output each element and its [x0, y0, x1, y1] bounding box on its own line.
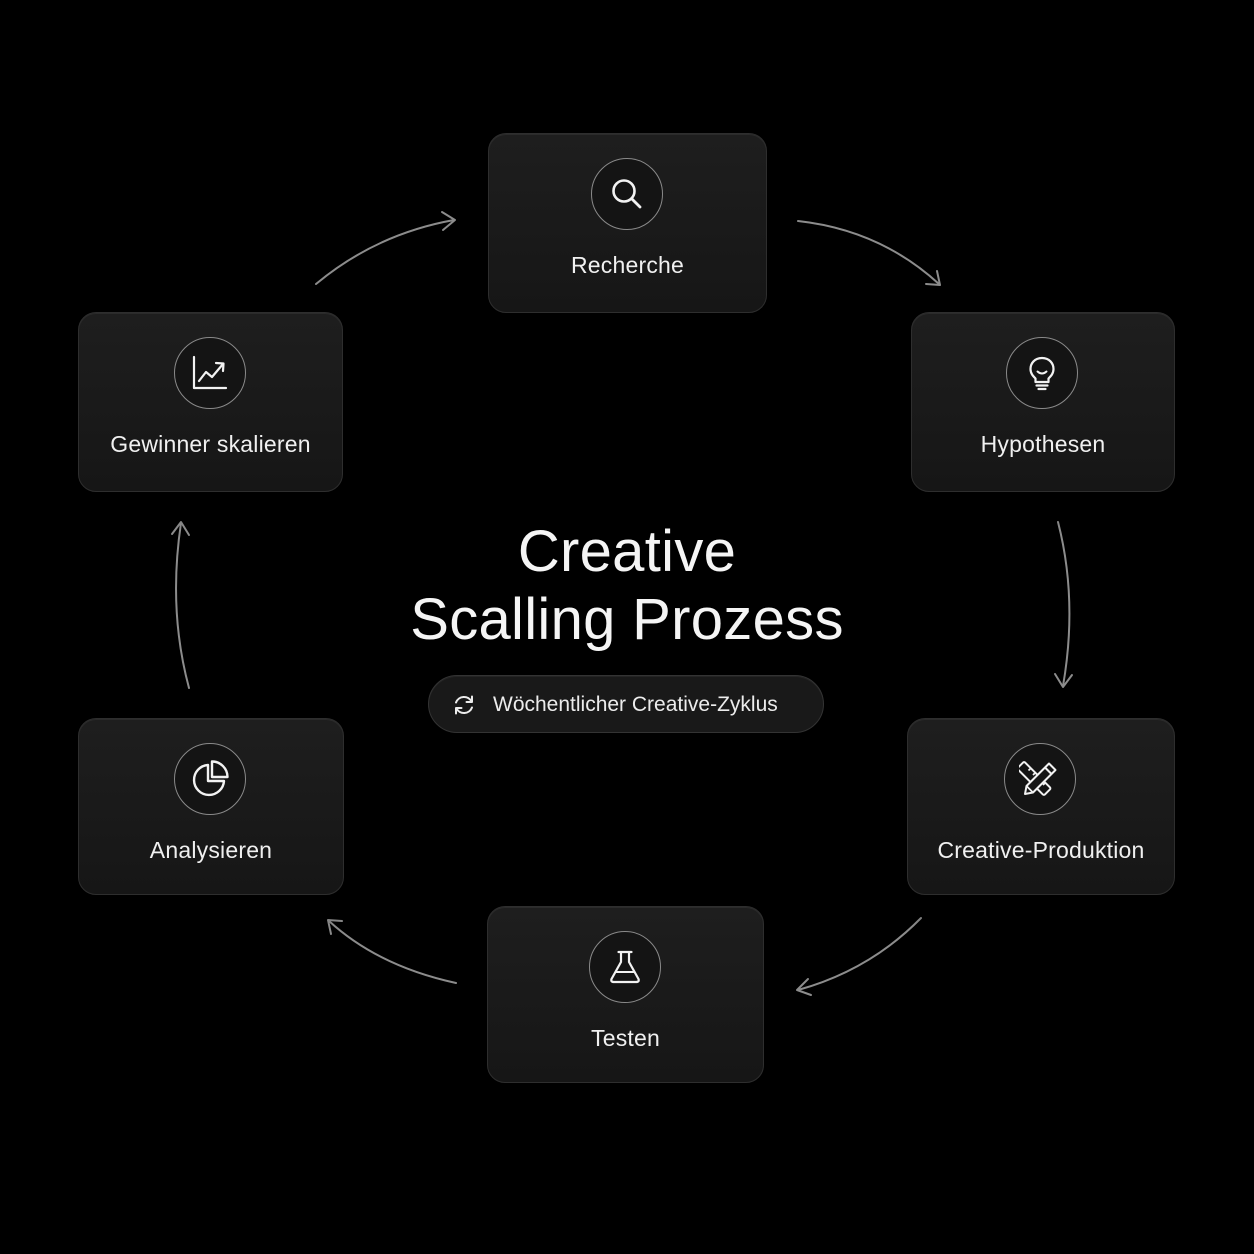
step-card-analysieren: Analysieren	[78, 718, 344, 895]
step-card-creative-produktion: Creative-Produktion	[907, 718, 1175, 895]
step-label-testen: Testen	[591, 1025, 660, 1051]
step-label-recherche: Recherche	[570, 252, 685, 278]
arrow-recherche-to-hypothesen	[797, 220, 941, 286]
step-label-hypothesen: Hypothesen	[980, 431, 1106, 457]
step-label-creative-produktion: Creative-Produktion	[937, 837, 1145, 863]
step-icon-ring	[173, 337, 246, 409]
trend-chart-icon	[192, 355, 227, 390]
cycle-badge: Wöchentlicher Creative-Zyklus	[428, 675, 824, 733]
step-label-gewinner-skalieren: Gewinner skalieren	[110, 431, 311, 457]
step-card-gewinner-skalieren: Gewinner skalieren	[78, 312, 343, 492]
lightbulb-icon	[1029, 356, 1055, 391]
pencil-ruler-icon	[1019, 761, 1057, 796]
diagram-title-line1: Creative	[517, 519, 737, 584]
step-card-recherche: Recherche	[488, 133, 767, 313]
arrow-hypothesen-to-produktion	[1054, 521, 1073, 688]
pie-chart-icon	[192, 760, 229, 797]
step-icon-ring	[1004, 743, 1076, 815]
search-icon	[611, 179, 641, 209]
diagram-title-line2: Scalling Prozess	[410, 587, 844, 652]
step-icon-ring	[1006, 337, 1078, 409]
step-label-analysieren: Analysieren	[149, 837, 273, 863]
arrow-skalieren-to-recherche	[315, 211, 456, 285]
step-icon-ring	[174, 743, 246, 815]
step-card-hypothesen: Hypothesen	[911, 312, 1175, 492]
arrow-testen-to-analysieren	[327, 919, 457, 984]
step-icon-ring	[590, 158, 663, 230]
flask-icon	[609, 950, 640, 984]
diagram-title: Creative Scalling Prozess	[327, 518, 927, 654]
cycle-label: Wöchentlicher Creative-Zyklus	[493, 693, 778, 716]
arrow-produktion-to-testen	[796, 917, 922, 996]
arrow-analysieren-to-skalieren	[171, 521, 190, 689]
refresh-icon	[455, 695, 473, 715]
step-card-testen: Testen	[487, 906, 764, 1083]
step-icon-ring	[588, 931, 661, 1003]
